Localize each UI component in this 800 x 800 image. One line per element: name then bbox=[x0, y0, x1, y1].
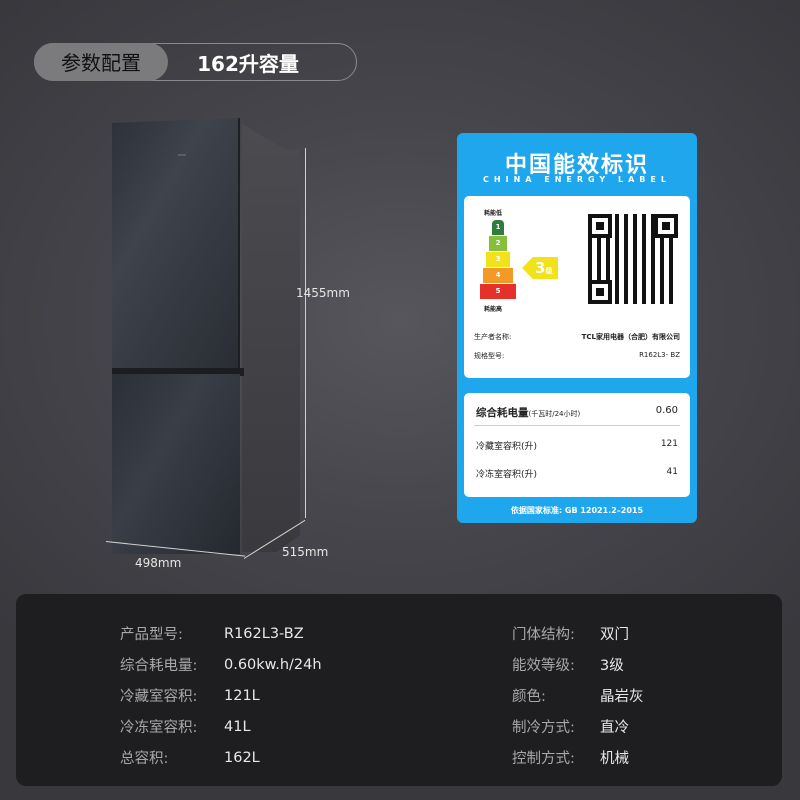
consumption-row: 综合耗电量(千瓦时/24小时) 0.60 bbox=[476, 405, 678, 419]
grade-bar-4: 4 bbox=[483, 268, 513, 283]
fridge-side bbox=[242, 124, 300, 552]
params-tab: 参数配置 bbox=[34, 42, 168, 81]
spec-row: 总容积:162L bbox=[120, 749, 260, 768]
brand-logo bbox=[178, 154, 186, 156]
fridge-top-door bbox=[112, 118, 240, 368]
capacity-title: 162升容量 bbox=[197, 51, 299, 76]
grade-bar-3: 3 bbox=[486, 252, 510, 267]
spec-row: 能效等级:3级 bbox=[512, 658, 624, 674]
energy-label-lower-panel: 综合耗电量(千瓦时/24小时) 0.60 冷藏室容积(升)121 冷冻室容积(升… bbox=[464, 393, 690, 497]
scale-low-label: 耗能低 bbox=[484, 210, 503, 217]
energy-label-title: 中国能效标识 bbox=[504, 153, 649, 178]
spec-row: 制冷方式:直冷 bbox=[512, 720, 629, 736]
grade-bar-5: 5 bbox=[480, 284, 516, 299]
door-handle bbox=[112, 368, 244, 376]
manufacturer-row: 生产者名称:TCL家用电器（合肥）有限公司 bbox=[474, 333, 680, 341]
fridge-bottom-door bbox=[112, 374, 240, 554]
spec-row: 控制方式:机械 bbox=[512, 751, 629, 767]
fridge-image bbox=[108, 118, 308, 558]
spec-row: 产品型号:R162L3-BZ bbox=[120, 625, 304, 644]
spec-row: 冷藏室容积:121L bbox=[120, 687, 260, 706]
freezer-volume-row: 冷冻室容积(升)41 bbox=[476, 467, 678, 480]
spec-panel: 产品型号:R162L3-BZ 综合耗电量:0.60kw.h/24h 冷藏室容积:… bbox=[16, 594, 782, 786]
spec-row: 门体结构:双门 bbox=[512, 627, 629, 643]
grade-bar-2: 2 bbox=[489, 236, 507, 251]
spec-row: 综合耗电量:0.60kw.h/24h bbox=[120, 656, 322, 675]
depth-dimension: 515mm bbox=[282, 545, 329, 559]
scale-high-label: 耗能高 bbox=[484, 306, 503, 313]
height-dimension-line bbox=[305, 148, 306, 518]
qr-code-icon bbox=[588, 214, 678, 304]
grade-bar-1: 1 bbox=[492, 220, 504, 235]
divider bbox=[474, 425, 680, 426]
energy-label: 中国能效标识 CHINA ENERGY LABEL 耗能低 1 2 3 4 5 … bbox=[457, 133, 697, 523]
energy-label-subtitle: CHINA ENERGY LABEL bbox=[483, 175, 671, 184]
spec-row: 颜色:晶岩灰 bbox=[512, 689, 644, 705]
energy-label-upper-panel: 耗能低 1 2 3 4 5 耗能高 3级 生产者名称:TCL家用电器（合肥）有限… bbox=[464, 196, 690, 378]
standard-footer: 依据国家标准: GB 12021.2–2015 bbox=[510, 506, 644, 515]
height-dimension: 1455mm bbox=[296, 286, 350, 300]
spec-column-left: 产品型号:R162L3-BZ 综合耗电量:0.60kw.h/24h 冷藏室容积:… bbox=[120, 618, 322, 773]
model-row: 规格型号:R162L3- BZ bbox=[474, 351, 680, 360]
spec-column-right: 门体结构:双门 能效等级:3级 颜色:晶岩灰 制冷方式:直冷 控制方式:机械 bbox=[512, 618, 644, 773]
fridge-volume-row: 冷藏室容积(升)121 bbox=[476, 439, 678, 452]
grade-indicator: 3级 bbox=[522, 257, 558, 279]
spec-row: 冷冻室容积:41L bbox=[120, 718, 251, 737]
width-dimension: 498mm bbox=[135, 556, 182, 570]
header-pill: 参数配置 162升容量 bbox=[34, 42, 357, 81]
